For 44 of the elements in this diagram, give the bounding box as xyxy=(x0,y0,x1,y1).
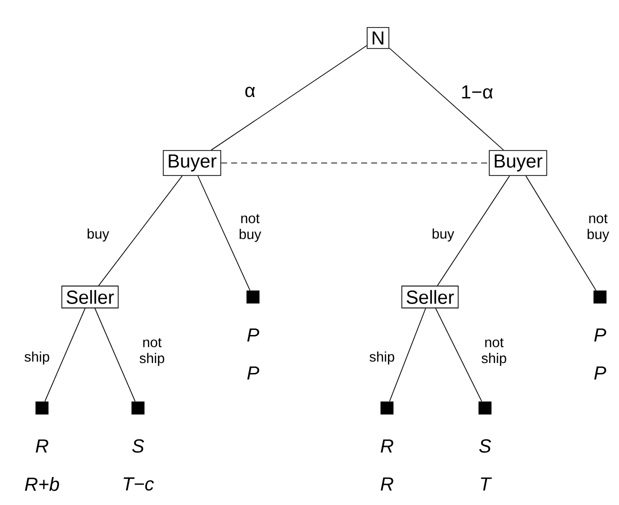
payoff-label: R+b xyxy=(24,477,60,491)
payoff-label: P xyxy=(594,366,606,380)
branch-line xyxy=(388,48,504,151)
payoff-label: P xyxy=(594,328,606,342)
payoff-label: T−c xyxy=(124,477,154,491)
payoff-label: R xyxy=(380,439,394,452)
payoff-label: S xyxy=(132,439,144,453)
edge-label: 1−α xyxy=(462,85,493,99)
branch-line xyxy=(210,45,368,151)
branch-line xyxy=(94,308,136,402)
dashed-line xyxy=(220,162,490,164)
branch-line xyxy=(525,175,596,291)
edge-label: not ship xyxy=(482,338,506,366)
payoff-label: R xyxy=(380,477,394,490)
payoff-label: T xyxy=(480,477,492,490)
payoff-label: P xyxy=(247,328,260,342)
terminal-square xyxy=(36,402,48,414)
edge-label: not buy xyxy=(588,214,610,242)
payoff-label: S xyxy=(479,439,492,453)
terminal-square xyxy=(132,402,144,414)
branch-line xyxy=(435,308,482,402)
payoff-label: P xyxy=(247,366,260,380)
edge-label: ship xyxy=(24,352,50,364)
edge-label: buy xyxy=(432,228,454,242)
edge-label: not buy xyxy=(240,214,262,242)
decision-node-box: Buyer xyxy=(488,150,548,176)
terminal-square xyxy=(380,402,394,414)
terminal-square xyxy=(246,290,260,304)
branch-line xyxy=(98,175,183,286)
branch-line xyxy=(437,175,510,286)
branch-line xyxy=(44,308,86,402)
decision-node-box: Seller xyxy=(401,286,459,308)
branch-line xyxy=(389,308,426,402)
branch-line xyxy=(197,175,250,291)
decision-node-box: Seller xyxy=(61,286,119,308)
payoff-label: R xyxy=(36,439,48,452)
edge-label: not ship xyxy=(140,338,164,366)
edge-label: buy xyxy=(88,228,110,242)
terminal-square xyxy=(594,290,606,304)
terminal-square xyxy=(478,402,492,414)
edge-label: ship xyxy=(370,352,394,364)
chance-node-box: N xyxy=(366,27,390,49)
edge-label: α xyxy=(245,86,255,98)
decision-node-box: Buyer xyxy=(162,150,222,176)
